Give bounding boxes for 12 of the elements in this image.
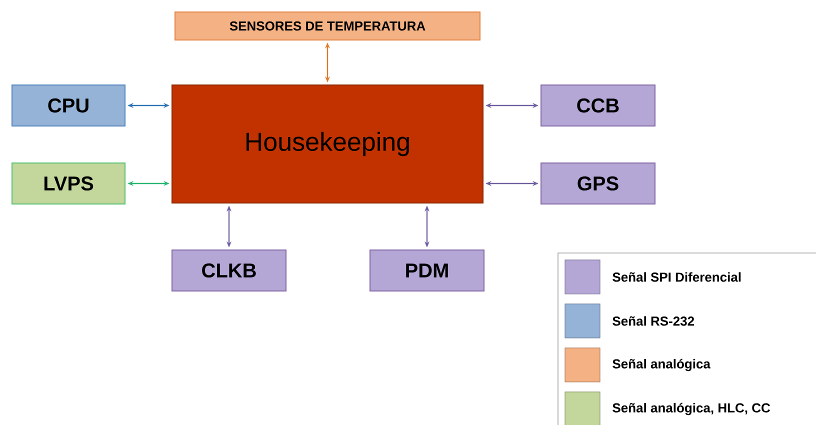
sensor-box: SENSORES DE TEMPERATURA	[174, 12, 480, 40]
legend-label: Señal analógica, HLC, CC	[612, 402, 770, 416]
block-box: LVPS	[12, 162, 126, 204]
block-box: PDM	[370, 250, 484, 292]
block-box: CCB	[540, 84, 656, 126]
block-box: CLKB	[172, 250, 286, 292]
legend-label: Señal RS-232	[612, 316, 694, 326]
legend-label: Señal analógica	[612, 358, 711, 372]
block-box: GPS	[540, 162, 656, 204]
block-box: CPU	[12, 84, 126, 126]
legend-label: Señal SPI Diferencial	[612, 272, 741, 282]
central-block: Housekeeping	[172, 84, 484, 204]
